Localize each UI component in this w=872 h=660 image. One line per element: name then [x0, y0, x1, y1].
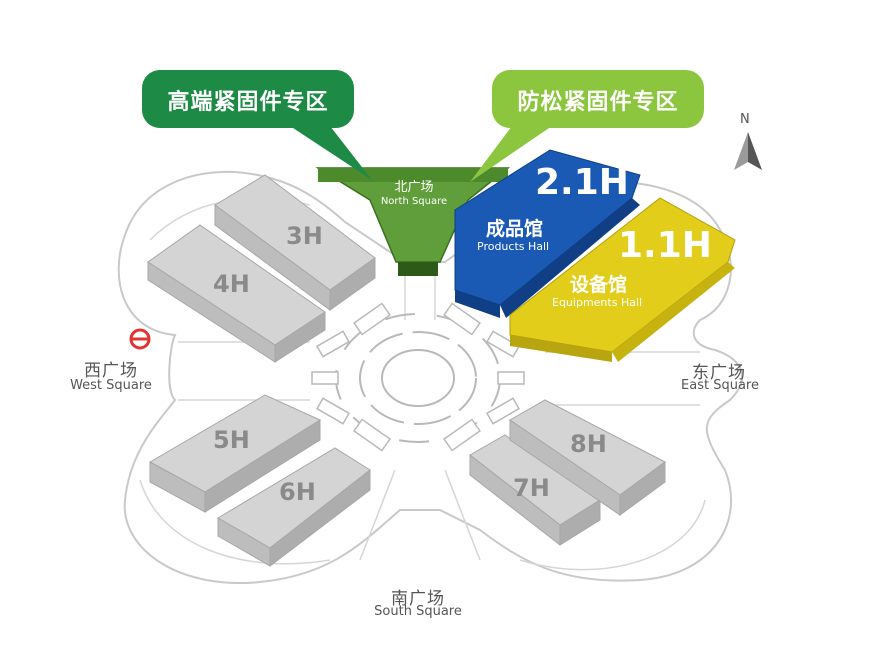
hall-6h[interactable]	[217, 447, 371, 568]
callout-left-label: 高端紧固件专区	[167, 90, 329, 115]
hall-1-1h-code: 1.1H	[618, 225, 712, 266]
hall-4h-label: 4H	[213, 270, 250, 298]
hall-8h-label: 8H	[570, 430, 607, 458]
hall-8h[interactable]	[509, 399, 666, 516]
hall-4h[interactable]	[147, 224, 326, 363]
hall-3h-label: 3H	[286, 222, 323, 250]
hall-6h-label: 6H	[279, 478, 316, 506]
callout-right-bubble	[470, 70, 704, 182]
hall-7h[interactable]	[469, 434, 601, 547]
callout-left-bubble	[142, 70, 372, 180]
compass-label: N	[740, 112, 750, 127]
north-arrow-icon	[734, 132, 762, 170]
hall-7h-label: 7H	[513, 474, 550, 502]
venue-outline	[117, 170, 743, 584]
hall-5h[interactable]	[148, 394, 322, 513]
hall-2-1h-shape[interactable]	[454, 149, 641, 318]
metro-icon	[129, 328, 151, 350]
north-square-en: North Square	[380, 196, 448, 207]
hall-2-1h-code: 2.1H	[535, 162, 629, 203]
west-square-cn: 西广场	[84, 361, 138, 381]
hall-5h-label: 5H	[213, 426, 250, 454]
hall-1-1h-en: Equipments Hall	[552, 296, 643, 309]
north-square-cn: 北广场	[394, 180, 434, 195]
east-square-en: East Square	[681, 378, 759, 393]
east-square-cn: 东广场	[692, 363, 746, 383]
north-square-shape[interactable]	[315, 167, 511, 276]
south-square-en: South Square	[374, 604, 462, 619]
west-square-en: West Square	[70, 378, 152, 393]
hall-2-1h-en: Products Hall	[477, 240, 550, 253]
hall-2-1h-cn: 成品馆	[486, 218, 544, 240]
hall-3h[interactable]	[214, 174, 376, 311]
hall-1-1h-shape[interactable]	[509, 197, 736, 362]
south-square-cn: 南广场	[391, 589, 445, 609]
hall-1-1h-cn: 设备馆	[570, 274, 628, 296]
callout-right-label: 防松紧固件专区	[517, 90, 679, 115]
walkway-blocks	[311, 302, 525, 452]
